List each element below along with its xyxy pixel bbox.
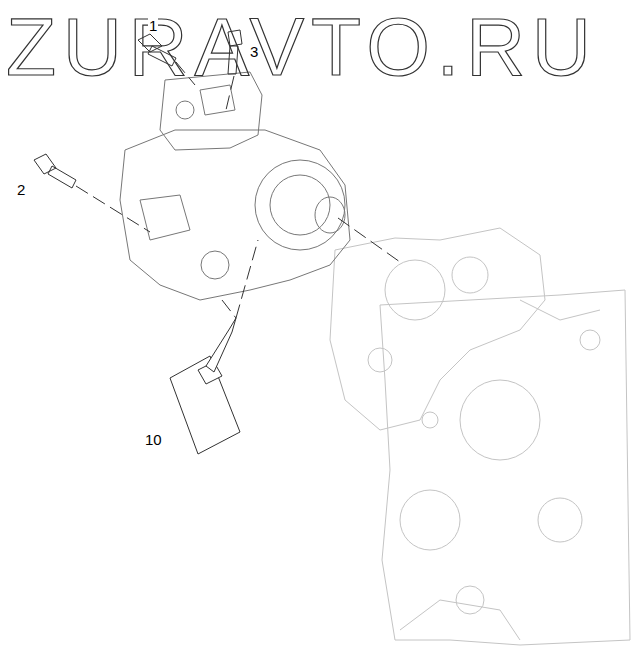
- callout-number: 3: [249, 44, 259, 59]
- watermark: ZURAVTO.RU: [6, 6, 598, 88]
- engine-housing: [330, 228, 630, 645]
- callout-number: 1: [148, 18, 158, 33]
- callout-number: 2: [16, 182, 26, 197]
- pump: [120, 72, 350, 300]
- callout-number: 10: [144, 432, 163, 447]
- sealant-tube: [170, 318, 240, 454]
- leader-lines: [76, 62, 400, 318]
